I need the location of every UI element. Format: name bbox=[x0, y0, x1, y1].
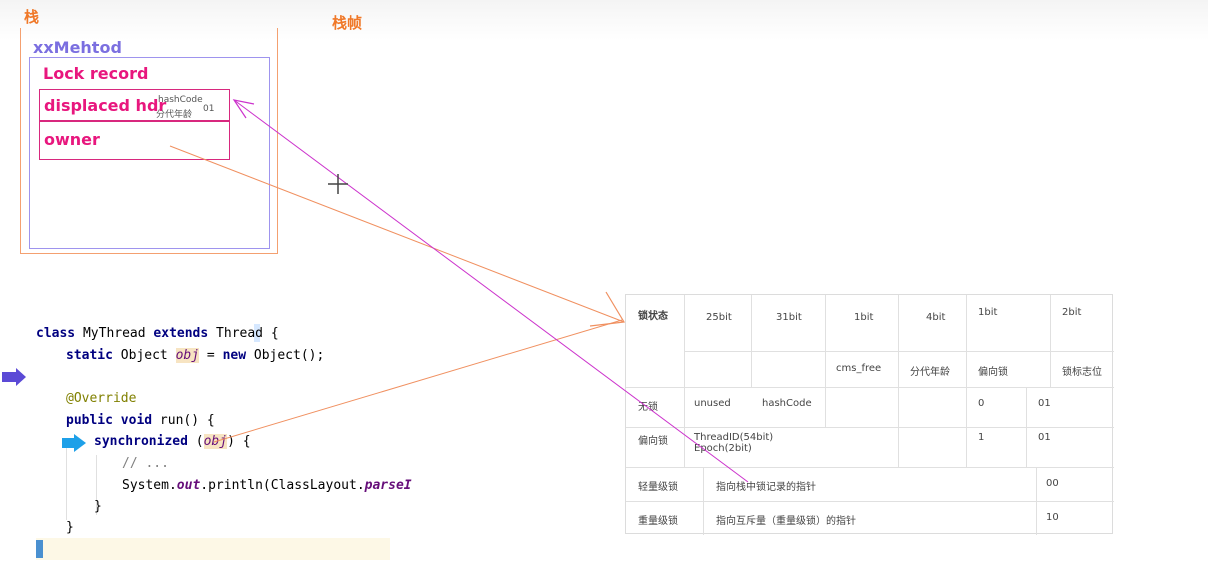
paren-open: ( bbox=[187, 434, 204, 449]
hashcode-label: hashCode bbox=[158, 95, 203, 105]
code-line-3: @Override bbox=[66, 391, 137, 406]
row-heavy-pointer: 指向互斥量（重量级锁）的指针 bbox=[716, 516, 856, 527]
breakpoint-arrow-icon bbox=[2, 368, 26, 386]
frame-label: 栈帧 bbox=[332, 14, 363, 32]
assign: = bbox=[199, 348, 223, 363]
sub-lock-flag: 锁标志位 bbox=[1062, 367, 1102, 378]
bits-label: 01 bbox=[203, 104, 215, 114]
row-unlocked-unused: unused bbox=[694, 398, 731, 409]
row-biased-threadid: ThreadID(54bit) bbox=[694, 432, 774, 443]
sub-cms-free: cms_free bbox=[836, 363, 882, 374]
lock-record-title: Lock record bbox=[43, 64, 149, 83]
row-heavy-flag: 10 bbox=[1046, 512, 1059, 523]
header-2bit: 2bit bbox=[1062, 307, 1082, 318]
kw-class: class bbox=[36, 326, 76, 341]
code-line-1: class MyThread extends Thread { bbox=[36, 326, 279, 341]
caret-marker bbox=[36, 540, 43, 558]
stack-label: 栈 bbox=[24, 8, 40, 26]
row-light-pointer: 指向栈中锁记录的指针 bbox=[716, 482, 816, 493]
row-unlocked-flag: 01 bbox=[1038, 398, 1051, 409]
indent-guide bbox=[66, 440, 67, 520]
parse-method: parseI bbox=[364, 478, 412, 493]
displaced-hdr-label: displaced hdr bbox=[44, 96, 167, 115]
kw-synchronized: synchronized bbox=[94, 434, 188, 449]
println: .println(ClassLayout. bbox=[200, 478, 365, 493]
open-brace: { bbox=[270, 326, 279, 341]
row-light-state: 轻量级锁 bbox=[638, 482, 678, 493]
code-line-4: public void run() { bbox=[66, 413, 215, 428]
owner-cell bbox=[39, 121, 230, 160]
header-4bit: 4bit bbox=[926, 312, 946, 323]
header-1bit-b: 1bit bbox=[978, 307, 998, 318]
sub-biased: 偏向锁 bbox=[978, 367, 1008, 378]
out-field: out bbox=[176, 478, 201, 493]
header-lock-state: 锁状态 bbox=[638, 311, 668, 322]
header-31bit: 31bit bbox=[776, 312, 802, 323]
stack-box bbox=[20, 28, 278, 254]
row-biased-flag: 01 bbox=[1038, 432, 1051, 443]
ctor: Object(); bbox=[246, 348, 325, 363]
header-1bit-a: 1bit bbox=[854, 312, 874, 323]
row-unlocked-biased: 0 bbox=[978, 398, 985, 409]
kw-static: static bbox=[66, 348, 113, 363]
row-heavy-state: 重量级锁 bbox=[638, 516, 678, 527]
row-light-flag: 00 bbox=[1046, 478, 1059, 489]
method-label: xxMehtod bbox=[33, 38, 122, 57]
kw-public-void: public void bbox=[66, 413, 153, 428]
debug-arrow-icon bbox=[62, 434, 86, 452]
paren-close: ) { bbox=[227, 434, 251, 449]
code-line-2: static Object obj = new Object(); bbox=[66, 348, 324, 363]
code-line-5: synchronized (obj) { bbox=[94, 434, 251, 449]
code-line-9: } bbox=[66, 520, 74, 535]
class-name: MyThread bbox=[75, 326, 154, 341]
arrow-obj-to-table bbox=[213, 319, 623, 443]
class-parent: Thread bbox=[208, 326, 271, 341]
row-biased-biased: 1 bbox=[978, 432, 985, 443]
crosshair-cursor-icon bbox=[328, 174, 348, 194]
indent-guide-2 bbox=[96, 455, 97, 515]
arrow-pointer-to-displaced bbox=[232, 99, 749, 483]
kw-new: new bbox=[222, 348, 247, 363]
code-line-8: } bbox=[94, 499, 102, 514]
method-run: run() { bbox=[152, 413, 215, 428]
code-line-6: // ... bbox=[122, 456, 169, 471]
owner-label: owner bbox=[44, 130, 100, 149]
system: System. bbox=[122, 478, 177, 493]
row-biased-state: 偏向锁 bbox=[638, 436, 668, 447]
mark-word-table: 锁状态 25bit 31bit 1bit 4bit 1bit 2bit cms_… bbox=[625, 294, 1114, 535]
displaced-hdr-cell bbox=[39, 89, 230, 121]
code-line-7: System.out.println(ClassLayout.parseI bbox=[122, 478, 412, 493]
kw-extends: extends bbox=[153, 326, 209, 341]
type-object: Object bbox=[112, 348, 176, 363]
var-obj: obj bbox=[175, 348, 200, 363]
arrow-owner-to-table bbox=[169, 145, 625, 327]
current-line-highlight bbox=[36, 538, 390, 560]
age-label: 分代年龄 bbox=[156, 110, 193, 120]
brace-match bbox=[254, 324, 260, 342]
row-unlocked-hashcode: hashCode bbox=[762, 398, 812, 409]
row-biased-epoch: Epoch(2bit) bbox=[694, 443, 752, 454]
header-25bit: 25bit bbox=[706, 312, 732, 323]
method-frame-box bbox=[29, 57, 270, 249]
sub-gen-age: 分代年龄 bbox=[910, 367, 950, 378]
